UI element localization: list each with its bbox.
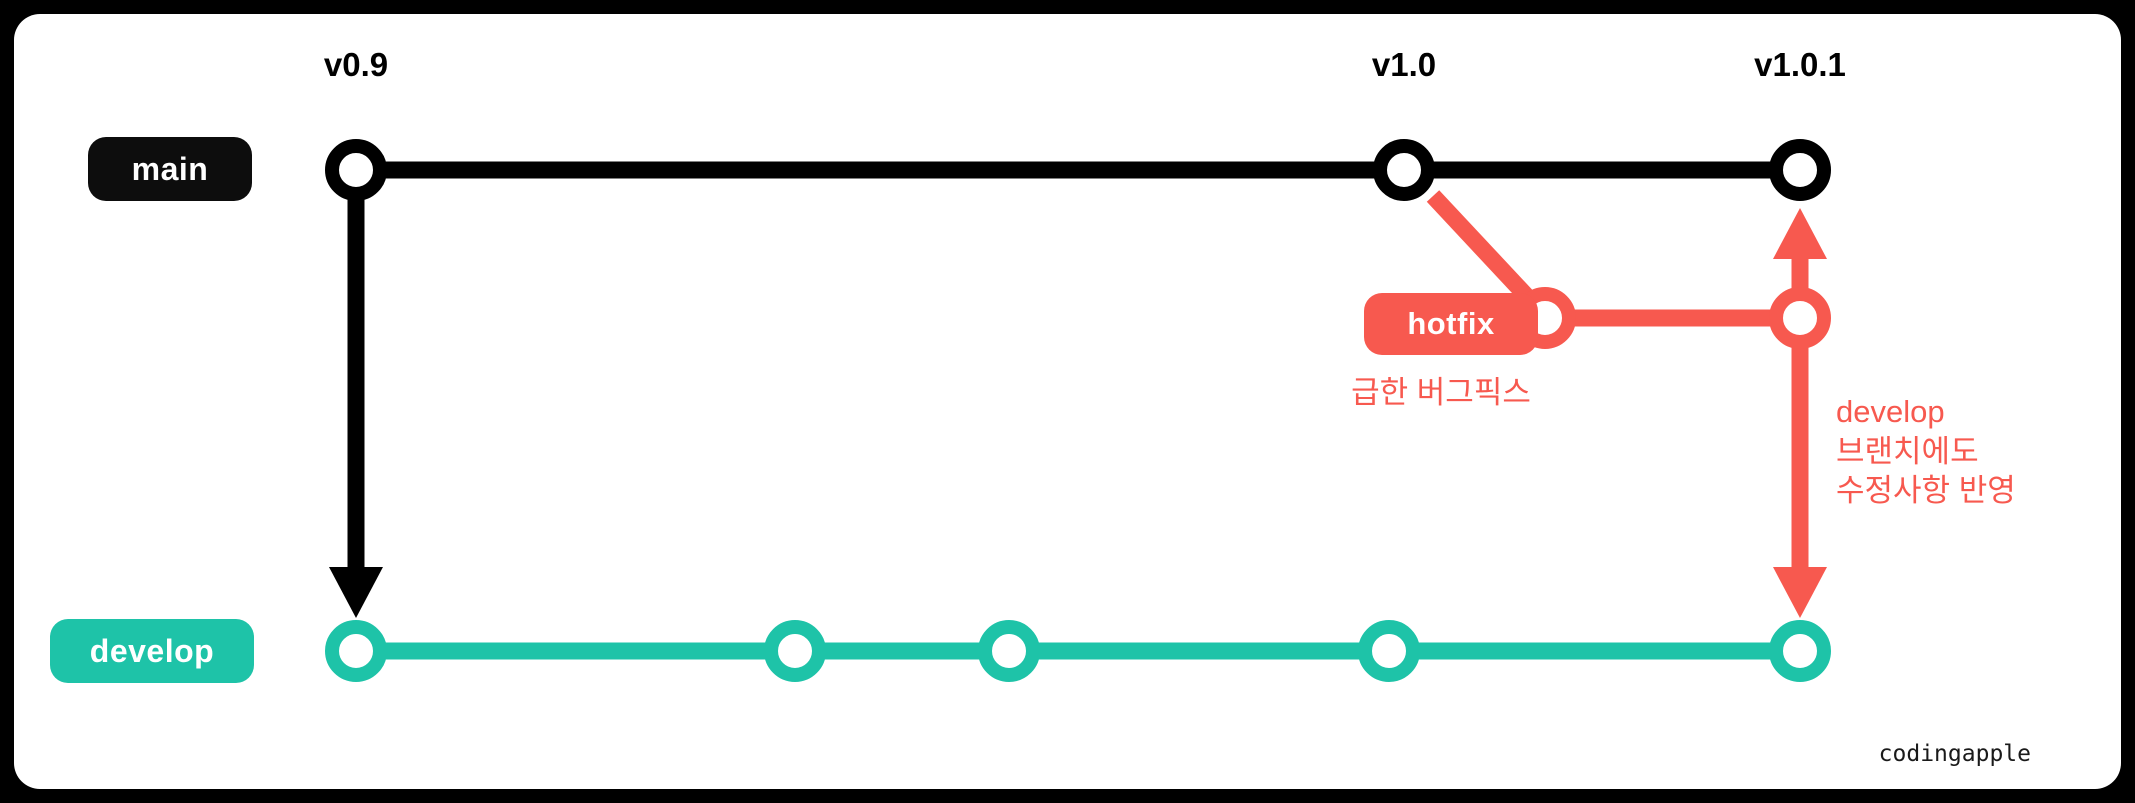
version-tag-v0-9: v0.9 <box>323 46 389 83</box>
annotation-urgent-bugfix: 급한 버그픽스 <box>1351 375 1531 410</box>
commit-node-develop-5[interactable] <box>1769 620 1831 682</box>
hotfix-to-main-arrowhead <box>1773 208 1827 259</box>
diagram-board: v0.9 v1.0 v1.0.1 main develop hotfix 급한 … <box>14 14 2121 789</box>
version-tag-v1-0-1: v1.0.1 <box>1754 46 1846 83</box>
main-to-develop-arrowhead <box>329 567 383 618</box>
hotfix-to-develop-arrowhead <box>1773 567 1827 618</box>
commit-node-hotfix-2[interactable] <box>1769 287 1831 349</box>
commit-node-main-v0-9[interactable] <box>325 139 387 201</box>
commit-node-develop-4[interactable] <box>1358 620 1420 682</box>
commit-node-main-v1-0[interactable] <box>1373 139 1435 201</box>
commit-node-develop-2[interactable] <box>764 620 826 682</box>
hotfix-branch-diagonal <box>1426 190 1540 309</box>
commit-node-develop-1[interactable] <box>325 620 387 682</box>
commit-node-develop-3[interactable] <box>978 620 1040 682</box>
commit-node-main-v1-0-1[interactable] <box>1769 139 1831 201</box>
watermark: codingapple <box>1878 741 2031 767</box>
branch-badge-main[interactable]: main <box>88 137 252 201</box>
branch-badge-develop[interactable]: develop <box>50 619 254 683</box>
version-tag-v1-0: v1.0 <box>1371 46 1437 83</box>
branch-badge-hotfix[interactable]: hotfix <box>1364 293 1538 355</box>
annotation-develop-merge: develop 브랜치에도 수정사항 반영 <box>1836 394 2016 509</box>
git-graph <box>325 139 1831 682</box>
